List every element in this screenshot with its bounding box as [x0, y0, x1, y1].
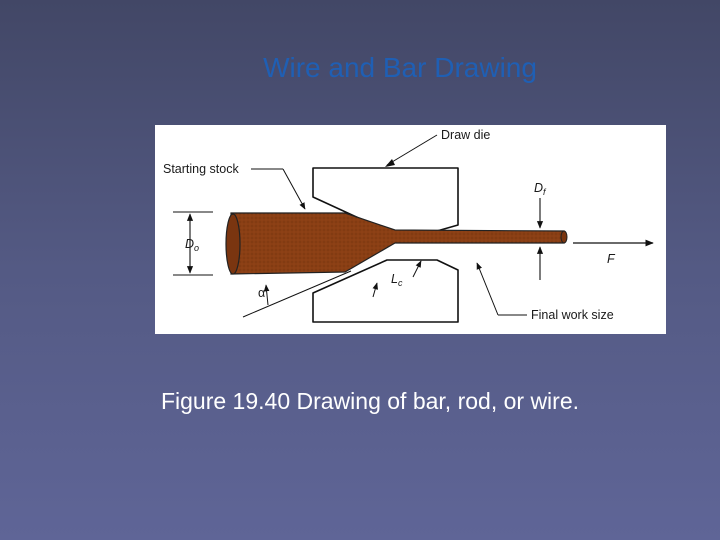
alpha-extension-line	[242, 270, 352, 318]
diagram-svg: Draw die Starting stock Do Df F Lc α Fin…	[163, 128, 654, 323]
lc-arrow-left	[372, 282, 378, 298]
df-label: Df	[534, 181, 547, 197]
slide-title: Wire and Bar Drawing	[263, 52, 537, 83]
alpha-label: α	[258, 286, 265, 300]
draw-die-leader	[386, 134, 438, 166]
lc-arrow-right	[412, 260, 422, 278]
drawing-diagram: Draw die Starting stock Do Df F Lc α Fin…	[155, 125, 666, 334]
lower-die	[312, 259, 459, 323]
stock-end-right	[560, 230, 568, 244]
figure-caption: Figure 19.40 Drawing of bar, rod, or wir…	[160, 388, 580, 414]
final-work-size-label: Final work size	[531, 308, 614, 322]
starting-stock-label: Starting stock	[163, 162, 239, 176]
do-label: Do	[185, 237, 199, 253]
alpha-arc-arrow	[263, 284, 270, 306]
draw-die-label: Draw die	[441, 128, 490, 142]
lc-label: Lc	[391, 272, 403, 288]
force-label: F	[607, 252, 616, 266]
stock-end-left	[225, 213, 241, 275]
